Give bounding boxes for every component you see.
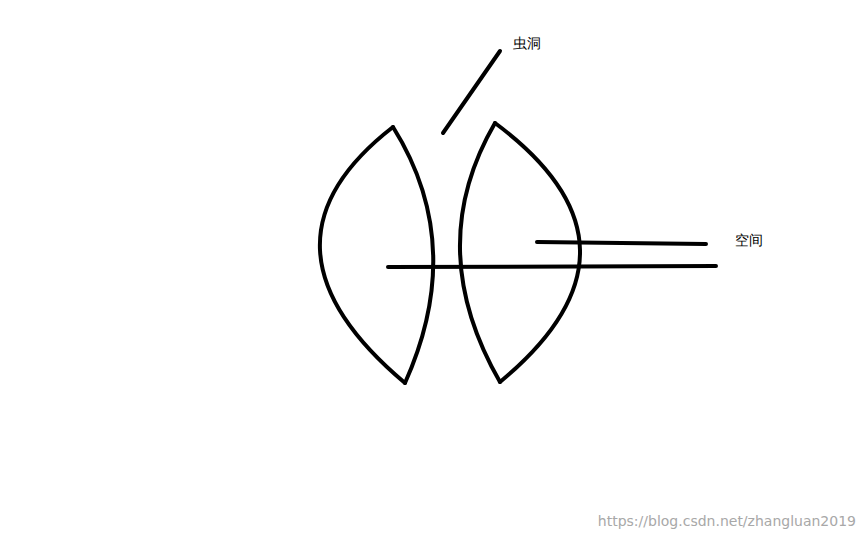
space-line (388, 266, 716, 267)
left-outer-curve (320, 127, 405, 383)
wormhole-leader-line (443, 51, 500, 133)
callout-label: 空间 (735, 232, 763, 249)
left-inner-curve (393, 127, 433, 383)
callout-label: 虫洞 (513, 35, 541, 52)
right-outer-curve (495, 123, 580, 382)
watermark: https://blog.csdn.net/zhangluan2019 (598, 513, 856, 530)
space-leader-line (537, 242, 706, 244)
right-inner-curve (460, 123, 500, 382)
